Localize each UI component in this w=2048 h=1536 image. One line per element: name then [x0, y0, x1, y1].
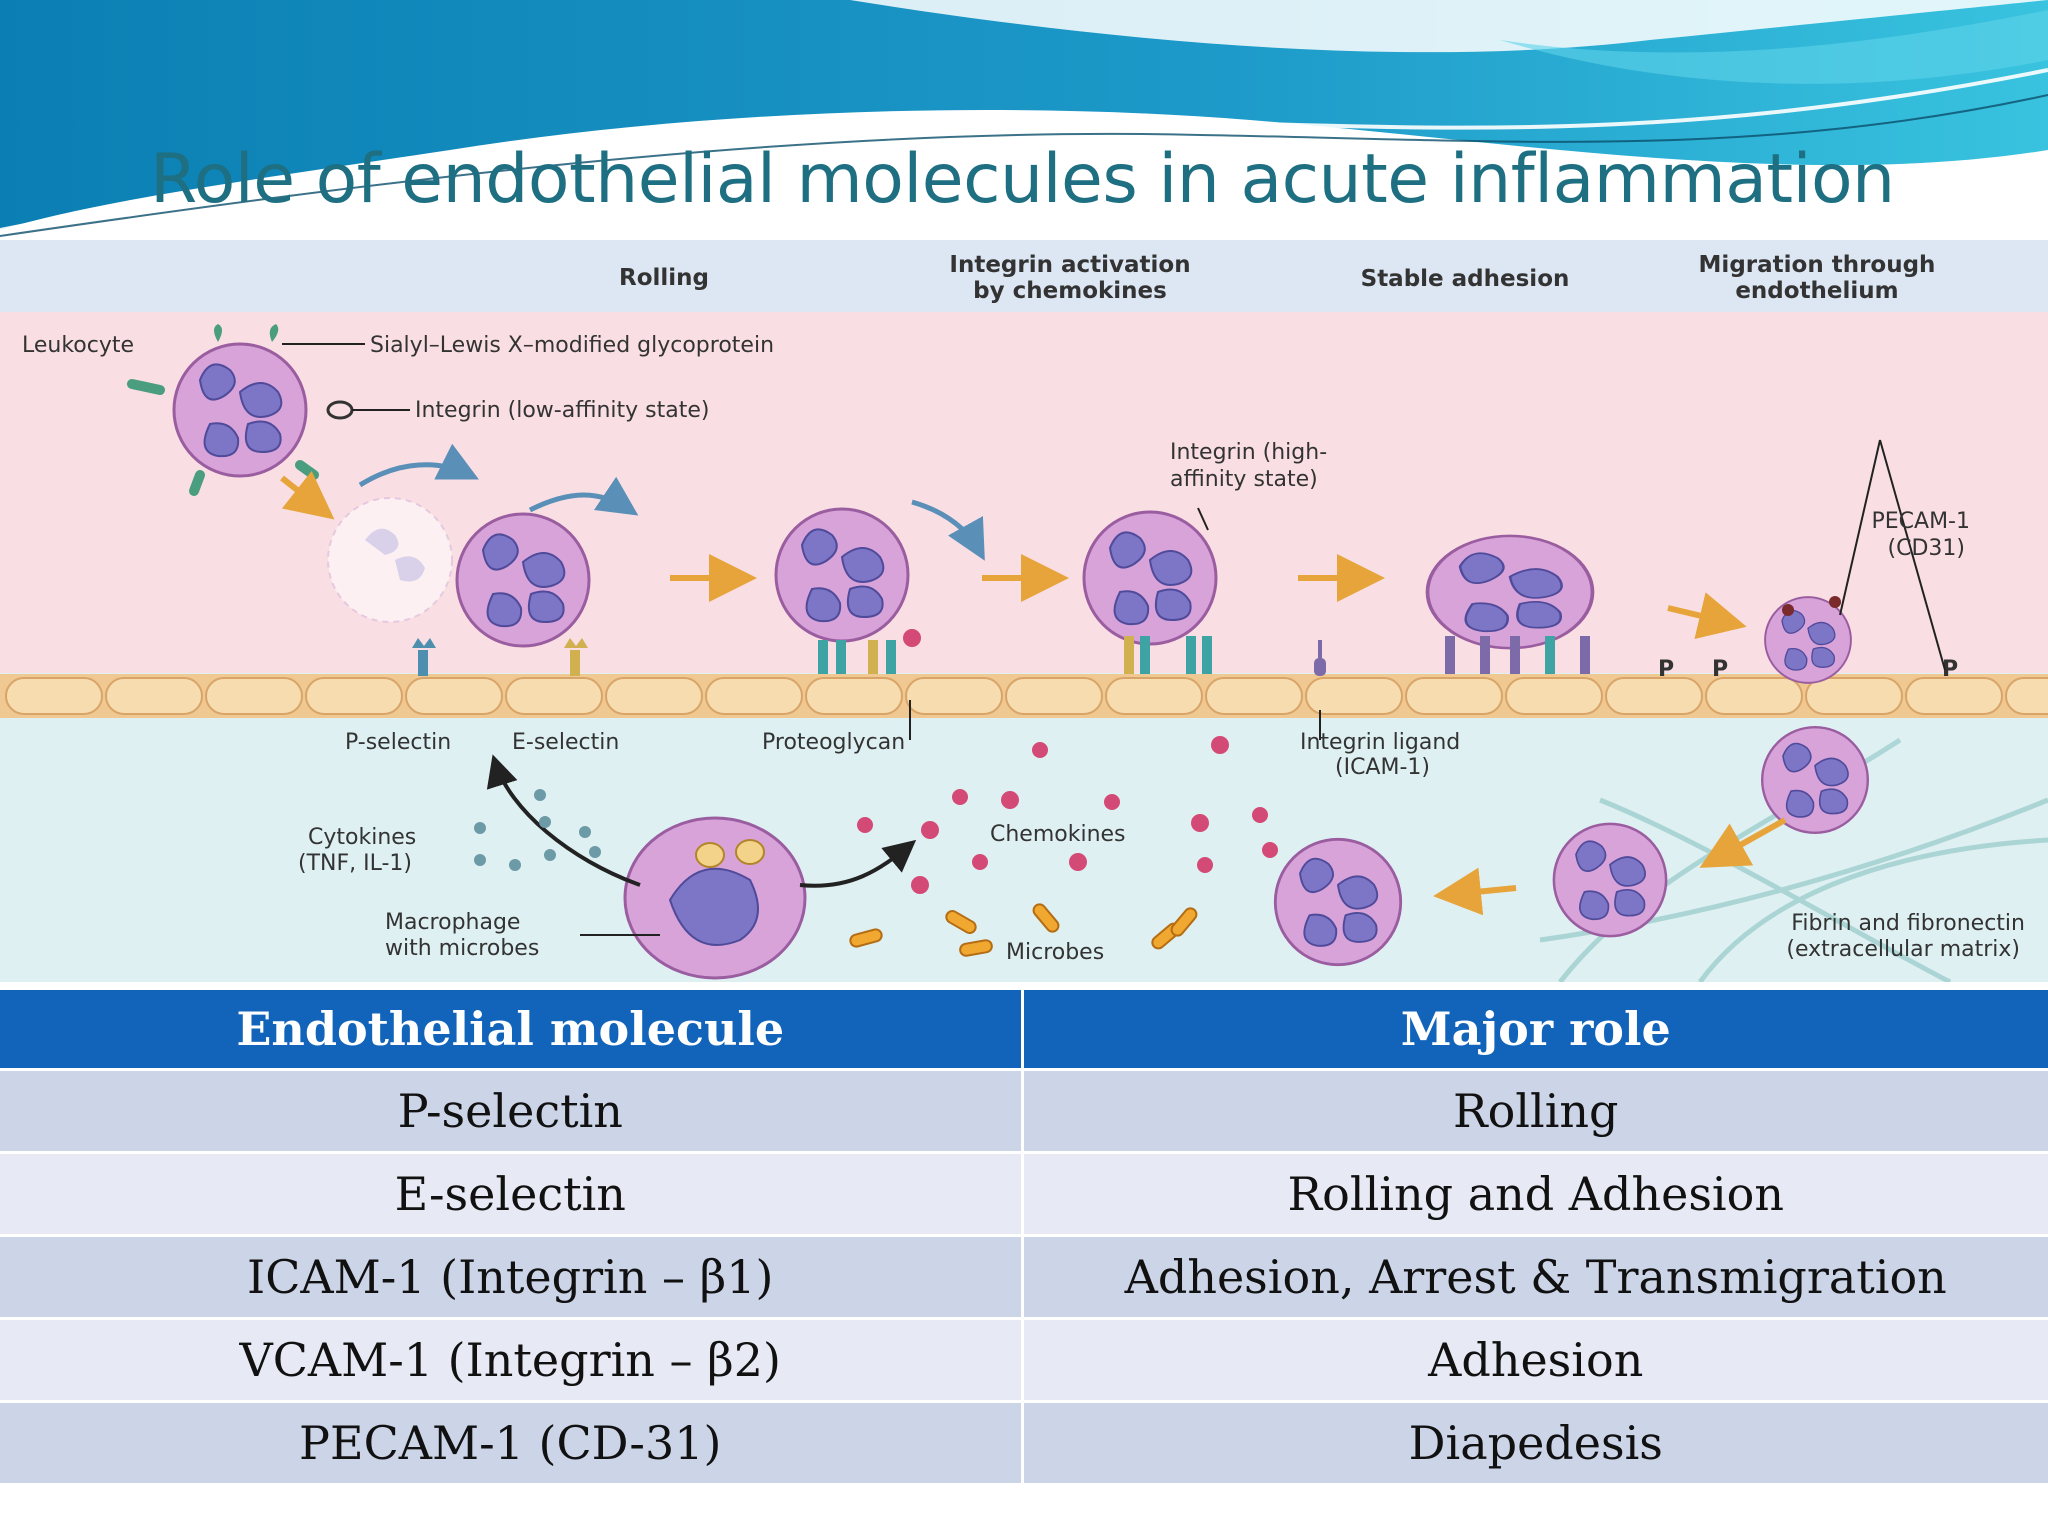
- stage-integrin-activation-line2: by chemokines: [973, 278, 1167, 304]
- stage-rolling: Rolling: [619, 265, 709, 291]
- molecule-cell: P-selectin: [0, 1068, 1024, 1153]
- label-integrin-low: Integrin (low-affinity state): [415, 398, 710, 423]
- label-pecam-line1: PECAM-1: [1872, 509, 1971, 534]
- label-microbes: Microbes: [1006, 940, 1104, 965]
- role-cell: Rolling and Adhesion: [1022, 1151, 2048, 1236]
- label-integrin-high-line1: Integrin (high-: [1170, 440, 1327, 465]
- label-macrophage-line2: with microbes: [385, 936, 539, 961]
- e-selectin-marker: [564, 638, 588, 676]
- role-cell: Adhesion, Arrest & Transmigration: [1022, 1234, 2048, 1319]
- table-row: PECAM-1 (CD-31) Diapedesis: [0, 1400, 2048, 1483]
- proteoglycan-markers: [818, 629, 921, 674]
- label-p-selectin: P-selectin: [345, 730, 451, 755]
- label-fibrin-line1: Fibrin and fibronectin: [1791, 911, 2025, 936]
- svg-text:P: P: [1712, 657, 1728, 682]
- label-integrin-ligand-line2: (ICAM-1): [1335, 755, 1430, 780]
- label-chemokines: Chemokines: [990, 822, 1126, 847]
- p-selectin-marker: [412, 638, 436, 676]
- leukocyte-rolling: [455, 512, 591, 648]
- label-cytokines-line1: Cytokines: [308, 825, 416, 850]
- header-wave-banner: [0, 0, 2048, 237]
- label-fibrin-line2: (extracellular matrix): [1786, 937, 2020, 962]
- label-pecam-line2: (CD31): [1888, 536, 1965, 561]
- label-integrin-ligand-line1: Integrin ligand: [1300, 730, 1460, 755]
- molecule-cell: PECAM-1 (CD-31): [0, 1400, 1024, 1483]
- leukocyte-extravasation-figure: Rolling Integrin activation by chemokine…: [0, 240, 2048, 982]
- leukocyte-tissue-1: [1552, 822, 1668, 938]
- molecule-cell: E-selectin: [0, 1151, 1024, 1236]
- slide-title: Role of endothelial molecules in acute i…: [150, 140, 1895, 219]
- molecule-cell: ICAM-1 (Integrin – β1): [0, 1234, 1024, 1319]
- stage-integrin-activation-line1: Integrin activation: [949, 252, 1190, 278]
- label-e-selectin: E-selectin: [512, 730, 619, 755]
- header-endothelial-molecule: Endothelial molecule: [0, 990, 1024, 1070]
- leukocyte-migrating-top: [1764, 596, 1852, 684]
- stage-migration-line2: endothelium: [1735, 278, 1898, 304]
- stage-stable-adhesion: Stable adhesion: [1361, 266, 1570, 292]
- label-leukocyte: Leukocyte: [22, 333, 134, 358]
- leukocyte-free: [172, 342, 308, 478]
- role-cell: Adhesion: [1022, 1317, 2048, 1402]
- table-header-row: Endothelial molecule Major role: [0, 990, 2048, 1070]
- table-row: E-selectin Rolling and Adhesion: [0, 1151, 2048, 1236]
- label-macrophage-line1: Macrophage: [385, 910, 520, 935]
- table-row: P-selectin Rolling: [0, 1068, 2048, 1153]
- adhesion-integrins: [1124, 636, 1590, 674]
- label-sialyl-lewis: Sialyl–Lewis X–modified glycoprotein: [370, 333, 774, 358]
- role-cell: Diapedesis: [1022, 1400, 2048, 1483]
- label-cytokines-line2: (TNF, IL-1): [298, 851, 412, 876]
- svg-text:P: P: [1658, 657, 1674, 682]
- cytokine-dots: [474, 789, 601, 871]
- stage-migration-line1: Migration through: [1699, 252, 1936, 278]
- macrophage: [623, 816, 807, 980]
- endothelial-molecules-table: Endothelial molecule Major role P-select…: [0, 990, 2048, 1483]
- leukocyte-tissue-2: [1273, 837, 1403, 967]
- leukocyte-high-affinity: [1082, 510, 1218, 646]
- table-row: ICAM-1 (Integrin – β1) Adhesion, Arrest …: [0, 1234, 2048, 1319]
- role-cell: Rolling: [1022, 1068, 2048, 1153]
- molecule-cell: VCAM-1 (Integrin – β2): [0, 1317, 1024, 1402]
- leukocyte-stable-adhesion: [1425, 534, 1595, 650]
- svg-text:P: P: [1942, 657, 1958, 682]
- label-integrin-high-line2: affinity state): [1170, 467, 1318, 492]
- endothelium-layer: [0, 674, 2048, 718]
- label-proteoglycan: Proteoglycan: [762, 730, 905, 755]
- microbes: [849, 903, 1198, 957]
- header-major-role: Major role: [1022, 990, 2048, 1070]
- chemokine-blobs: [857, 736, 1278, 894]
- integrin-ligand-marker: [1314, 640, 1326, 676]
- table-row: VCAM-1 (Integrin – β2) Adhesion: [0, 1317, 2048, 1402]
- ghost-leukocyte: [327, 497, 453, 623]
- leukocyte-migrating-bottom: [1760, 726, 1870, 834]
- leukocyte-activating: [774, 507, 910, 643]
